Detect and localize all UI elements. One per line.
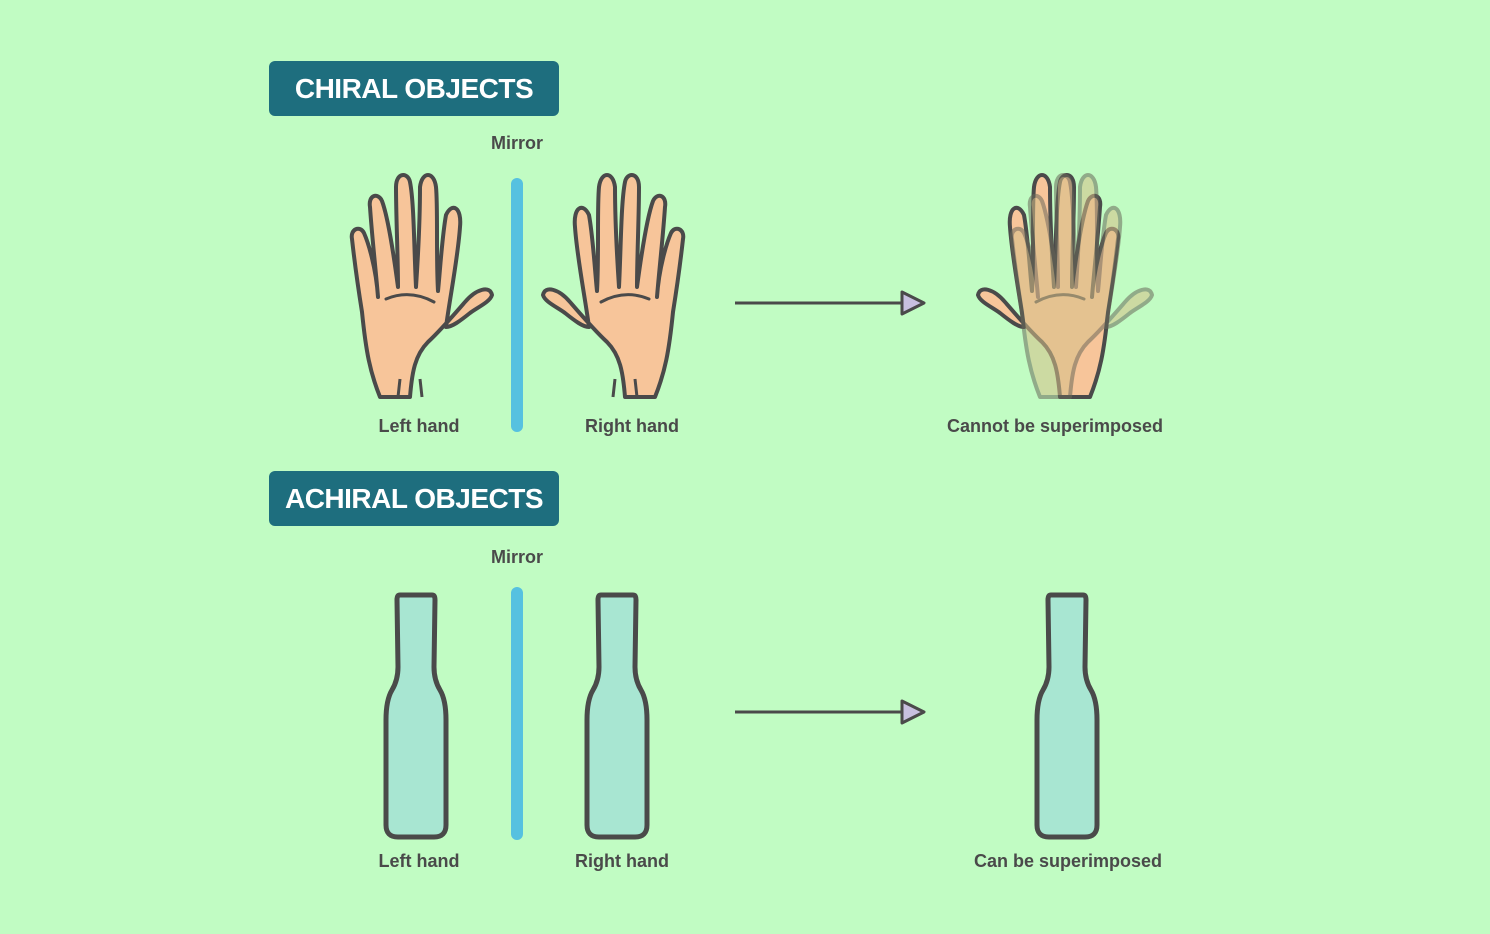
arrow-icon bbox=[735, 290, 926, 316]
result-label: Can be superimposed bbox=[973, 851, 1163, 871]
left-hand-icon bbox=[349, 173, 494, 399]
right-hand-label: Right hand bbox=[585, 416, 679, 436]
mirror-label: Mirror bbox=[490, 133, 544, 153]
superimposed-hands-icon bbox=[976, 173, 1154, 399]
mirror-label: Mirror bbox=[490, 547, 544, 567]
arrow-icon bbox=[735, 699, 926, 725]
left-hand-label: Left hand bbox=[378, 851, 460, 871]
right-hand-label: Right hand bbox=[575, 851, 669, 871]
right-bottle-icon bbox=[587, 595, 647, 837]
left-bottle-icon bbox=[386, 595, 446, 837]
mirror-bar bbox=[511, 178, 523, 432]
result-label: Cannot be superimposed bbox=[946, 416, 1164, 436]
mirror-bar bbox=[511, 587, 523, 840]
achiral-title-banner: ACHIRAL OBJECTS bbox=[269, 471, 559, 526]
chiral-title-banner: CHIRAL OBJECTS bbox=[269, 61, 559, 116]
left-hand-label: Left hand bbox=[378, 416, 460, 436]
right-hand-icon bbox=[541, 173, 686, 399]
superimposed-bottle-icon bbox=[1037, 595, 1097, 837]
